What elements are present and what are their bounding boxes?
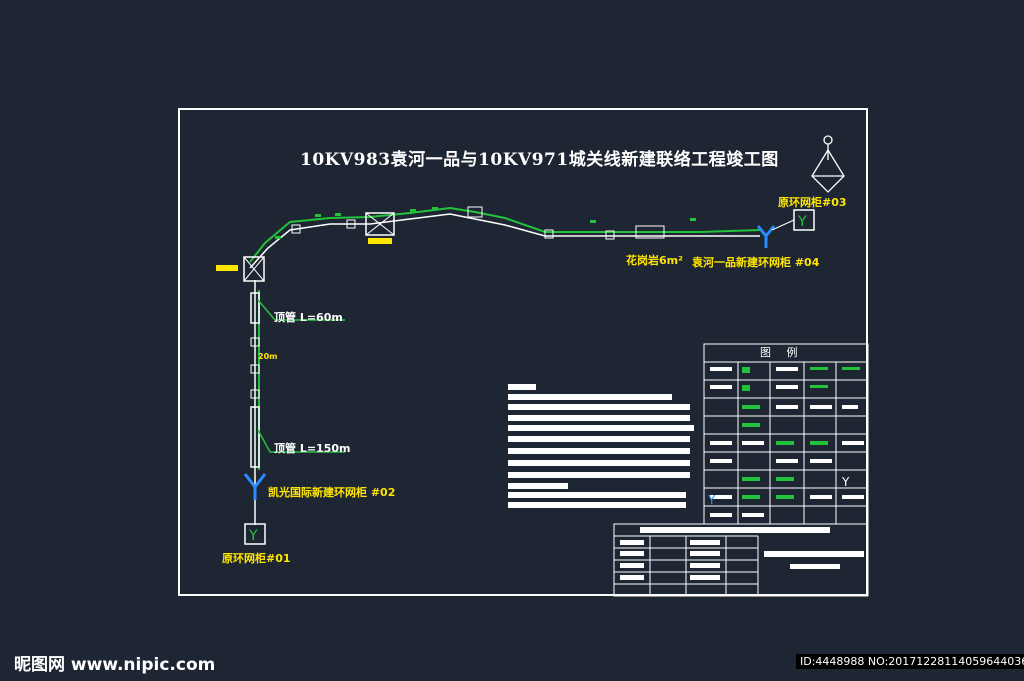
- notes-block: [508, 384, 694, 508]
- svg-text:Y: Y: [248, 528, 258, 544]
- label-mark: 20m: [258, 352, 278, 361]
- legend-table: [703, 343, 869, 525]
- drawing-title: 10KV983袁河一品与10KV971城关线新建联络工程竣工图: [300, 150, 779, 170]
- title-block: [613, 523, 869, 597]
- title-block-text: [620, 527, 864, 580]
- junction: [250, 364, 260, 374]
- ring-cabinet-02-symbol: [243, 473, 267, 500]
- cable-route-top: [249, 206, 761, 263]
- pipe-segment-60: [250, 292, 260, 324]
- label-ring-cabinet-03: 原环网柜#03: [778, 196, 847, 209]
- junction: [250, 337, 260, 347]
- svg-text:Y: Y: [841, 475, 850, 489]
- svg-text:Y: Y: [707, 493, 716, 507]
- yellow-tag: [368, 238, 392, 244]
- yellow-tag: [216, 265, 238, 271]
- route-outline-top: [249, 213, 760, 269]
- manhole-top: [365, 212, 395, 236]
- pipe-segment-150: [250, 406, 260, 468]
- manhole-corner: [243, 256, 265, 282]
- ring-cabinet-04-symbol: [756, 225, 776, 248]
- label-ring-cabinet-01: 原环网柜#01: [222, 552, 291, 565]
- label-ring-cabinet-04: 袁河一品新建环网柜 #04: [692, 256, 820, 269]
- site-watermark: 昵图网 www.nipic.com: [14, 655, 216, 675]
- legend-y-symbols: Y Y: [707, 475, 850, 507]
- label-pipe-60: 顶管 L=60m: [274, 311, 343, 324]
- junction: [250, 389, 260, 399]
- legend-symbols-white: [710, 367, 864, 517]
- label-flower-bed: 花岗岩6m²: [626, 254, 683, 267]
- flower-bed-box: [635, 225, 665, 239]
- svg-text:Y: Y: [797, 214, 807, 230]
- image-id: ID:4448988 NO:20171228114059644036: [796, 654, 1024, 669]
- tower-symbol: [811, 135, 845, 193]
- legend-symbols: [742, 367, 860, 499]
- label-pipe-150: 顶管 L=150m: [274, 442, 351, 455]
- legend-title: 图 例: [760, 346, 804, 359]
- ring-cabinet-01-box: [244, 523, 266, 545]
- label-ring-cabinet-02: 凯光国际新建环网柜 #02: [268, 486, 396, 499]
